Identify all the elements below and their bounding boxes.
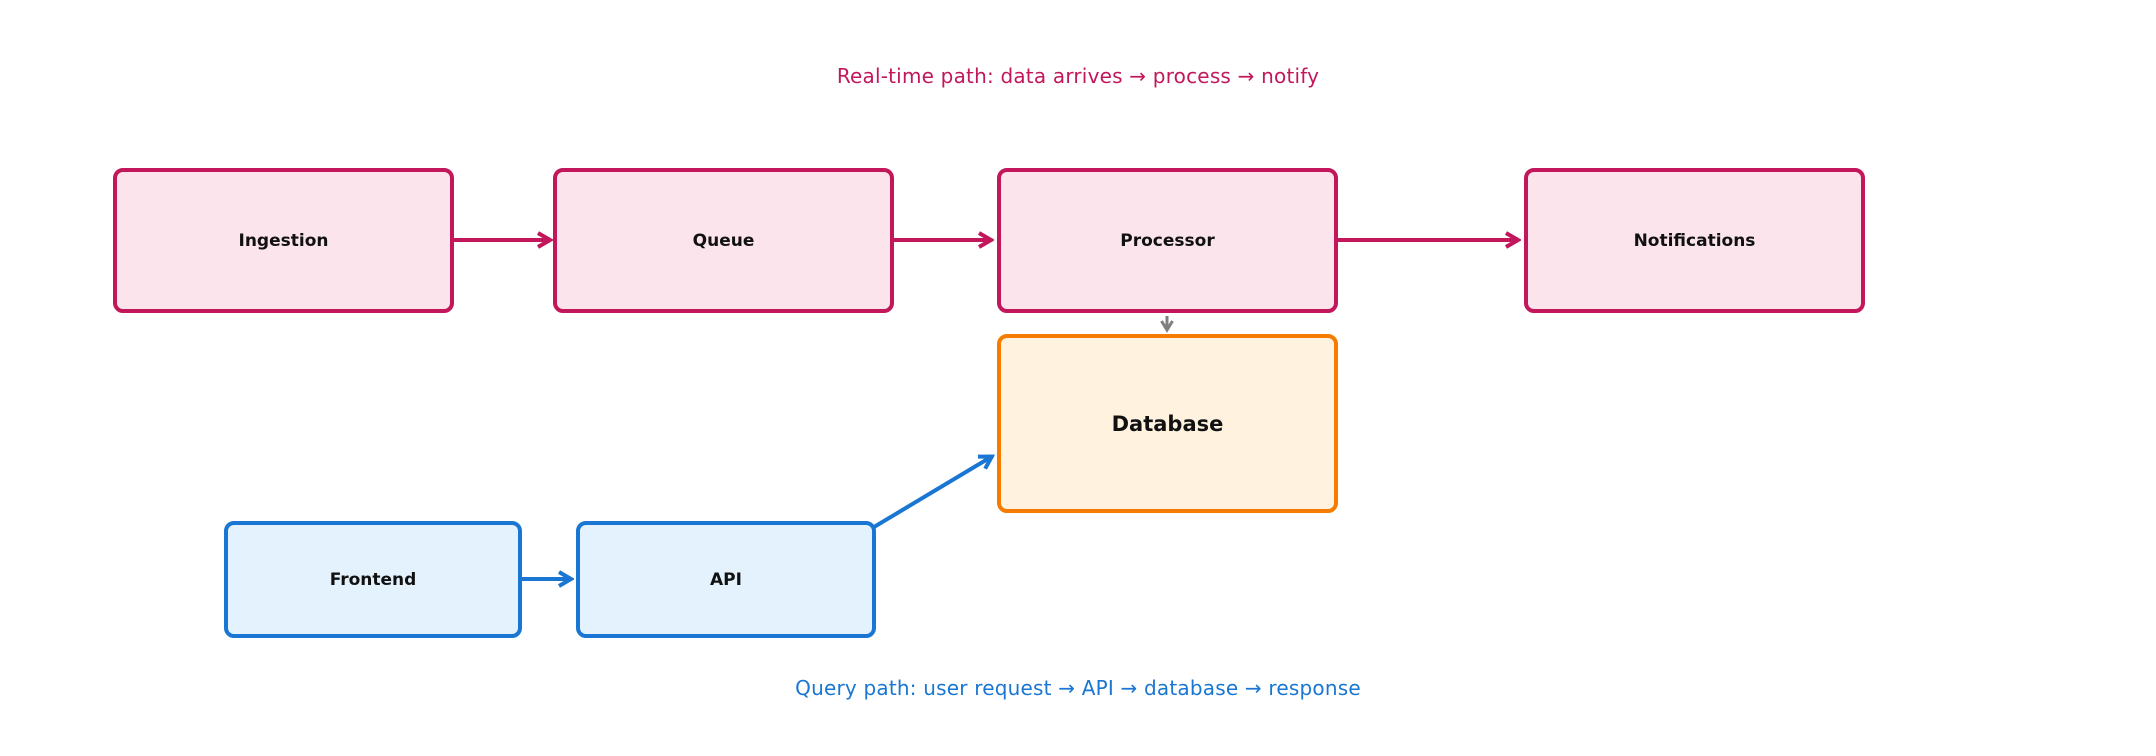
node-frontend-label: Frontend [329,569,417,590]
query-path-caption: Query path: user request → API → databas… [795,676,1361,700]
edge-api-database [872,457,991,529]
node-frontend: Frontend [224,521,522,638]
node-api-label: API [710,569,742,590]
node-queue: Queue [553,168,894,313]
node-api: API [576,521,876,638]
node-notifications-label: Notifications [1633,230,1756,251]
node-processor-label: Processor [1120,230,1215,251]
node-ingestion: Ingestion [113,168,454,313]
node-database-label: Database [1111,411,1224,436]
node-ingestion-label: Ingestion [238,230,329,251]
node-queue-label: Queue [692,230,755,251]
node-database: Database [997,334,1338,513]
node-processor: Processor [997,168,1338,313]
node-notifications: Notifications [1524,168,1865,313]
realtime-path-title: Real-time path: data arrives → process →… [836,64,1320,88]
